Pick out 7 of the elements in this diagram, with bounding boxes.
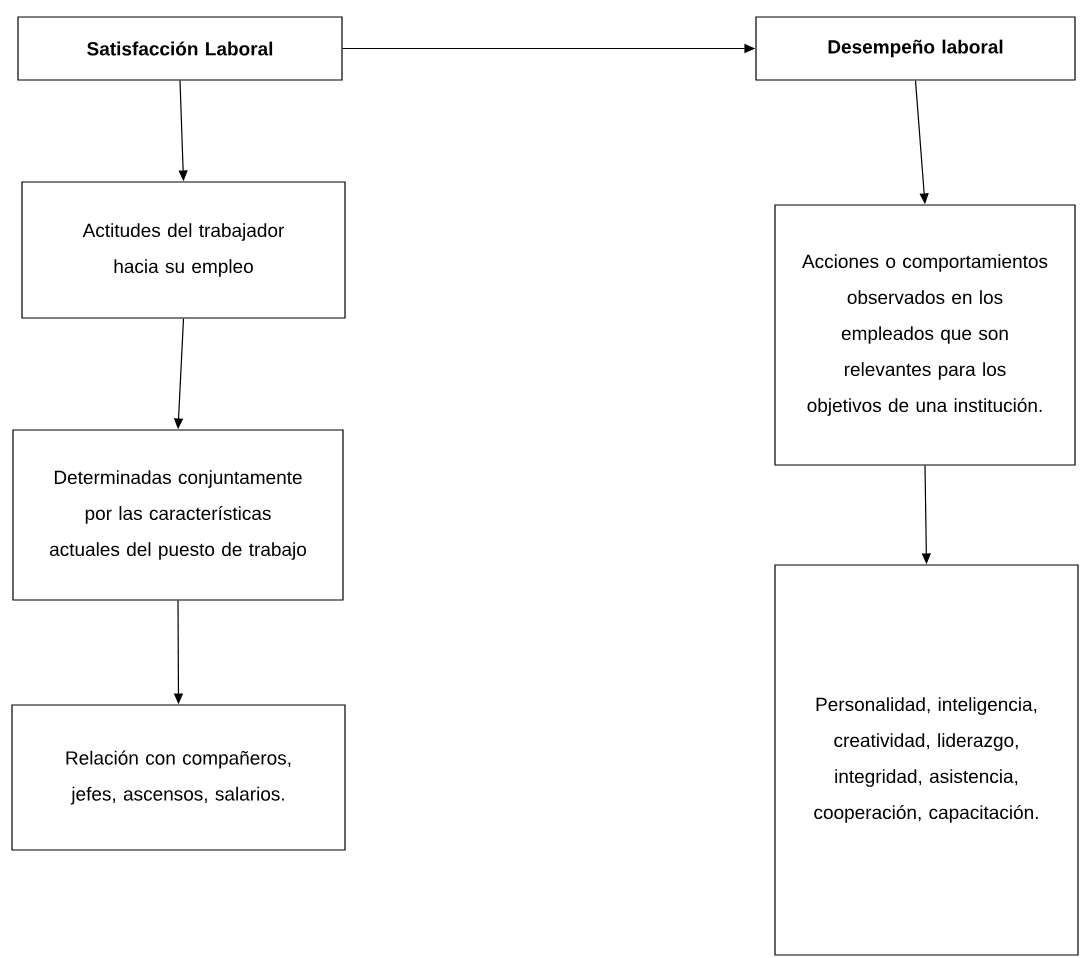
text-box: Actitudes del trabajador hacia su empleo <box>21 181 346 319</box>
text-box: Determinadas conjuntamente por las características actuales del puesto de trabajo <box>12 429 344 601</box>
title-box: Satisfacción Laboral <box>17 16 343 81</box>
text-box: Personalidad, inteligencia, creatividad, liderazgo, integridad, asistencia, cooperación, capacitación. <box>774 564 1079 956</box>
title-box: Desempeño laboral <box>755 16 1076 81</box>
text-box: Relación con compañeros, jefes, ascensos, salarios. <box>11 704 346 851</box>
text-box: Acciones o comportamientos observados en los empleados que son relevantes para los objetivos de una institución. <box>774 204 1076 466</box>
